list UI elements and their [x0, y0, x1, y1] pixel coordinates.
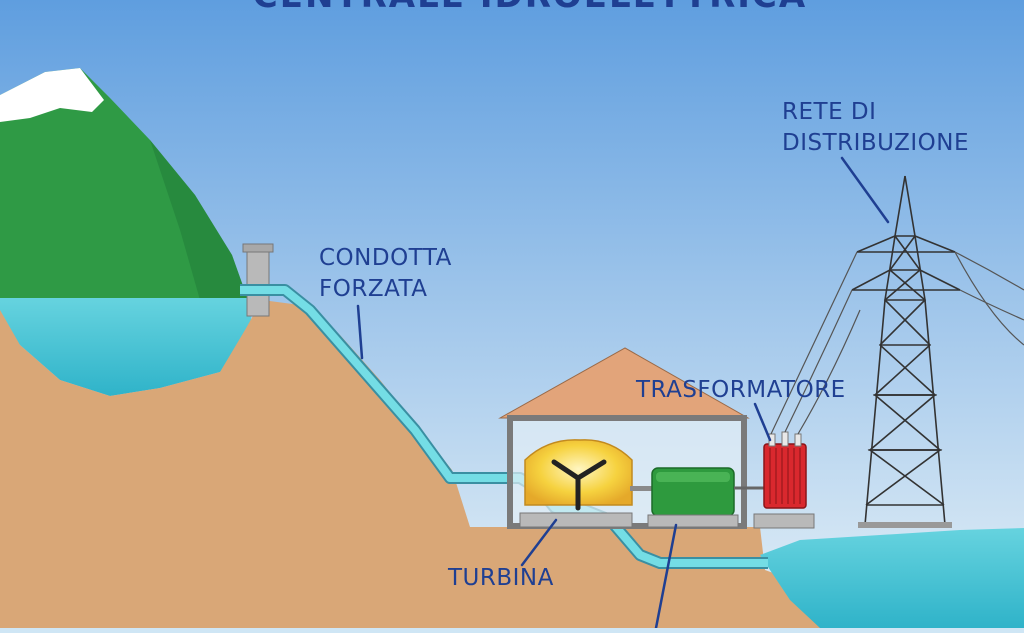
snow-cap [0, 68, 104, 122]
generator-base [647, 514, 739, 528]
transformer-fins [769, 448, 801, 504]
mountain-shade [150, 140, 248, 300]
turbine-base [519, 512, 633, 528]
trasformatore-leader [753, 402, 772, 442]
river [760, 528, 1024, 628]
leader-lines [356, 156, 890, 630]
transformer-bushings [768, 431, 802, 447]
ground [0, 300, 1024, 628]
pylon-base [858, 522, 952, 528]
condotta-leader [356, 304, 364, 360]
power-lines [770, 251, 1024, 435]
turbina-leader [520, 518, 558, 567]
label-rete-distribuzione: RETE DI DISTRIBUZIONE [782, 97, 969, 159]
turbine-housing [524, 439, 633, 506]
reservoir [0, 298, 252, 396]
generatore-leader [654, 523, 678, 630]
label-rete-line2: DISTRIBUZIONE [782, 130, 969, 156]
turbine-blades [551, 459, 607, 511]
pylon [851, 175, 961, 526]
intake-tower [246, 247, 270, 317]
rete-leader [840, 156, 890, 224]
label-turbina: TURBINA [448, 565, 554, 591]
transformer-base [753, 513, 815, 529]
label-condotta-line1: CONDOTTA [319, 245, 452, 271]
label-trasformatore: TRASFORMATORE [636, 377, 846, 403]
shaft [630, 486, 656, 491]
tower-top [242, 243, 274, 253]
diagram-title: CENTRALE IDROELETTRICA [150, 0, 910, 16]
generator-highlight [656, 472, 730, 482]
label-condotta-forzata: CONDOTTA FORZATA [319, 243, 452, 305]
label-rete-line1: RETE DI [782, 99, 877, 125]
label-condotta-line2: FORZATA [319, 276, 428, 302]
